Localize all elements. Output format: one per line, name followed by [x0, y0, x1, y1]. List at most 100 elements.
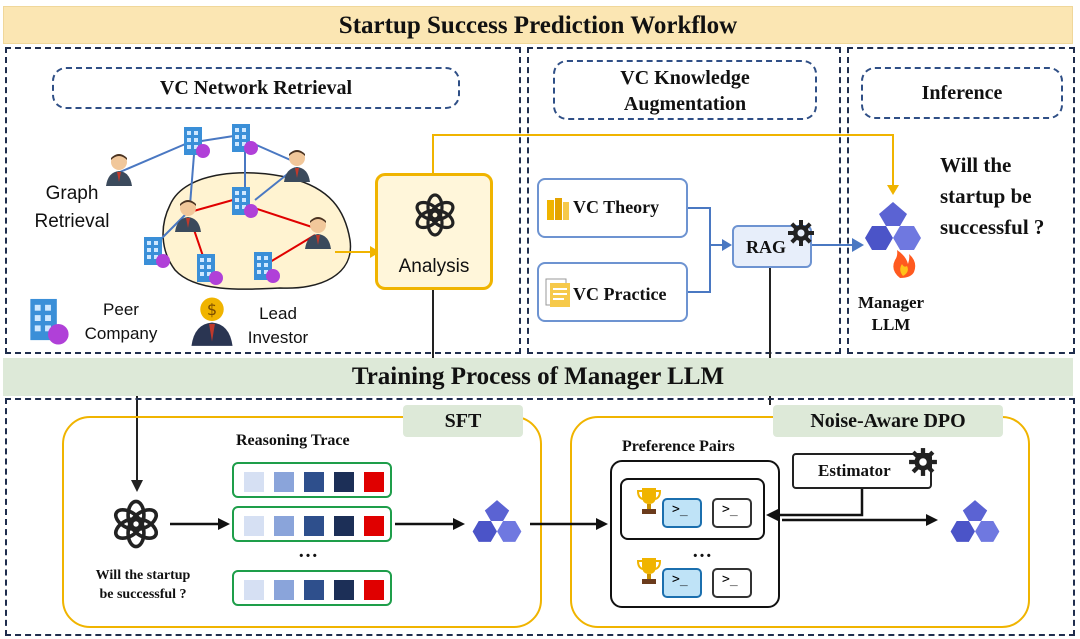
rag-label: RAG — [746, 237, 786, 257]
bubble-symbol: >_ — [722, 572, 738, 587]
trace-cell — [304, 516, 324, 536]
peer-label-line1: Peer — [103, 300, 139, 319]
company-node-4 — [144, 237, 170, 268]
trace-cell — [244, 472, 264, 492]
trace-cell — [364, 580, 384, 600]
analysis-label: Analysis — [398, 256, 470, 277]
chosen-response-bubble: >_ — [662, 568, 702, 598]
company-node-6 — [254, 252, 280, 283]
estimator-label: Estimator — [818, 461, 891, 480]
trace-cell — [334, 516, 354, 536]
sft-question: Will the startup be successful ? — [78, 566, 208, 604]
inference-q-line1: Will the — [940, 153, 1012, 177]
estimator-gear-icon — [909, 448, 937, 476]
bubble-symbol: >_ — [672, 572, 688, 587]
sft-openai-logo-icon — [113, 499, 159, 549]
preference-pairs-box — [610, 460, 780, 608]
inference-question: Will the startup be successful ? — [940, 150, 1044, 243]
company-node-1 — [184, 127, 210, 158]
inference-panel — [847, 47, 1075, 354]
trace-row-3 — [232, 570, 392, 606]
rejected-response-bubble: >_ — [712, 568, 752, 598]
trace-cell — [244, 516, 264, 536]
chosen-response-bubble: >_ — [662, 498, 702, 528]
training-title: Training Process of Manager LLM — [351, 363, 725, 390]
rag-box: RAG — [732, 225, 812, 268]
dpo-tag: Noise-Aware DPO — [773, 405, 1003, 437]
investor-node-3 — [175, 200, 201, 232]
preference-pair-1 — [620, 478, 765, 540]
sft-label: SFT — [444, 410, 482, 432]
pairs-ellipsis: … — [692, 540, 712, 562]
vc-theory-box: VC Theory — [537, 178, 688, 238]
trace-cell — [334, 580, 354, 600]
dpo-llm-logo-icon — [950, 500, 1000, 542]
trace-row-1 — [232, 462, 392, 498]
trace-cell — [244, 580, 264, 600]
openai-logo-icon — [415, 193, 455, 237]
reasoning-trace-label: Reasoning Trace — [236, 432, 350, 449]
trace-ellipsis: … — [298, 540, 318, 562]
inference-q-line3: successful ? — [940, 215, 1045, 239]
analysis-box: Analysis — [375, 173, 493, 290]
inference-title-box: Inference — [861, 67, 1063, 119]
svg-text:$: $ — [207, 300, 217, 319]
trace-cell — [274, 516, 294, 536]
lead-investor-legend-icon: $ — [191, 297, 233, 346]
knowledge-title-box: VC Knowledge Augmentation — [553, 60, 817, 120]
bubble-symbol: >_ — [672, 502, 688, 517]
investor-label-line1: Lead — [259, 304, 297, 323]
company-node-2 — [232, 124, 258, 155]
sft-q-line2: be successful ? — [99, 587, 187, 602]
sft-tag: SFT — [403, 405, 523, 437]
dpo-label: Noise-Aware DPO — [810, 410, 966, 432]
sft-llm-logo-icon — [472, 500, 522, 542]
trophy-icon — [636, 488, 662, 514]
books-icon — [547, 198, 569, 220]
trace-cell — [364, 472, 384, 492]
bubble-symbol: >_ — [722, 502, 738, 517]
knowledge-title-line2: Augmentation — [623, 93, 747, 115]
company-node-5 — [197, 254, 223, 285]
trace-cell — [304, 472, 324, 492]
trace-cell — [364, 516, 384, 536]
trophy-icon — [636, 558, 662, 584]
lead-investor-legend-label: Lead Investor — [232, 302, 324, 350]
vc-practice-box: VC Practice — [537, 262, 688, 322]
document-icon — [545, 278, 570, 307]
trace-row-2 — [232, 506, 392, 542]
knowledge-title-line1: VC Knowledge — [620, 67, 750, 89]
manager-label-line2: LLM — [871, 315, 911, 334]
sft-q-line1: Will the startup — [95, 568, 191, 583]
training-panel — [5, 398, 1075, 636]
trace-cell — [274, 580, 294, 600]
inference-q-line2: startup be — [940, 184, 1032, 208]
workflow-title: Startup Success Prediction Workflow — [338, 12, 738, 39]
vc-practice-label: VC Practice — [573, 284, 667, 304]
retrieval-title: VC Network Retrieval — [159, 77, 353, 99]
inference-title: Inference — [921, 82, 1003, 104]
retrieval-panel — [5, 47, 521, 354]
vc-theory-label: VC Theory — [573, 197, 660, 217]
trace-cell — [274, 472, 294, 492]
investor-node-2 — [284, 150, 310, 182]
preference-pairs-label: Preference Pairs — [622, 438, 735, 455]
knowledge-panel — [527, 47, 841, 354]
training-title-banner: Training Process of Manager LLM — [3, 358, 1073, 396]
company-node-3 — [232, 187, 258, 218]
investor-node-4 — [305, 217, 331, 249]
manager-llm-logo-icon — [865, 202, 921, 278]
graph-retrieval-label: Graph Retrieval — [28, 180, 116, 236]
graph-label-line1: Graph — [45, 183, 99, 204]
workflow-title-banner: Startup Success Prediction Workflow — [3, 6, 1073, 44]
retrieval-title-box: VC Network Retrieval — [52, 67, 460, 109]
sft-panel — [62, 416, 542, 628]
investor-node-1 — [106, 154, 132, 186]
rejected-response-bubble: >_ — [712, 498, 752, 528]
rag-gear-icon — [788, 220, 814, 246]
graph-label-line2: Retrieval — [34, 211, 110, 232]
peer-label-line2: Company — [84, 324, 158, 343]
investor-label-line2: Investor — [247, 328, 309, 347]
peer-company-legend-icon — [30, 298, 69, 345]
